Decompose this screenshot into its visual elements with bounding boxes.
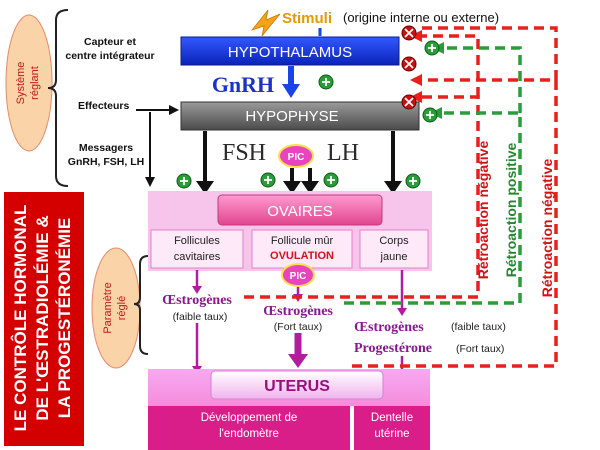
- lightning-icon: [250, 9, 281, 37]
- follicules-line1: Follicules: [174, 235, 220, 247]
- stimulate-icon: [260, 172, 276, 188]
- oestrogenes-right: Œstrogènes: [354, 320, 424, 335]
- stimuli-detail: (origine interne ou externe): [343, 10, 499, 25]
- systeme-reglant-badge: Système réglant: [5, 14, 53, 152]
- corps-line1: Corps: [379, 235, 409, 247]
- stimulate-icon: [422, 107, 438, 123]
- pic-top-badge: PIC: [278, 144, 314, 168]
- label-messagers-1: Messagers: [79, 142, 133, 154]
- feedback-pos-up: [442, 46, 522, 113]
- faible-taux-left: (faible taux): [173, 311, 228, 323]
- oestrogenes-left: Œstrogènes: [162, 293, 232, 308]
- inhibit-icon: [401, 56, 417, 72]
- systeme-brace: [47, 9, 69, 187]
- cell-follicule-mur: Follicule mûr OVULATION: [251, 229, 353, 269]
- side-title-line1: LE CONTRÔLE HORMONAL: [11, 205, 30, 432]
- hypothalamus-box: HYPOTHALAMUS: [180, 36, 400, 66]
- fsh-label: FSH: [222, 140, 266, 166]
- systeme-reglant-line1: Système: [15, 62, 27, 105]
- feedback-neg2-line: [352, 78, 558, 368]
- follicule-mur-line: Follicule mûr: [271, 235, 334, 247]
- side-title-line2: DE L'ŒSTRADIOLÉMIE &: [33, 215, 52, 420]
- pic-mid-badge: PIC: [281, 263, 315, 287]
- hypophyse-label: HYPOPHYSE: [245, 108, 338, 125]
- ovulation-label: OVULATION: [270, 250, 334, 262]
- left-labels: Capteur et centre intégrateur Effecteurs…: [65, 36, 154, 168]
- inhibit-icon: [401, 25, 417, 41]
- stimulate-icon: [424, 40, 440, 56]
- parametre-brace: [133, 255, 149, 355]
- feedback-neg1-up: [420, 34, 480, 97]
- hormones: Œstrogènes (faible taux) Œstrogènes (For…: [162, 293, 506, 356]
- faible-taux-right: (faible taux): [451, 321, 506, 333]
- uterus-label: UTERUS: [264, 378, 330, 395]
- endometre-line1: Développement de: [201, 412, 298, 424]
- feedback-pos-line: [344, 111, 522, 305]
- oestrogenes-mid: Œstrogènes: [263, 304, 333, 319]
- ovaires-label: OVAIRES: [267, 203, 333, 220]
- pic-mid-label: PIC: [290, 271, 307, 282]
- uterus-box: UTERUS: [210, 370, 384, 400]
- cell-corps-jaune: Corps jaune: [359, 229, 429, 269]
- corps-line2: jaune: [380, 251, 408, 263]
- pic-top-label: PIC: [288, 152, 305, 163]
- dentelle-line1: Dentelle: [371, 412, 413, 424]
- follicules-line2: cavitaires: [174, 251, 221, 263]
- feedback-neg2-up: [420, 26, 558, 80]
- cell-dentelle: Dentelle utérine: [354, 406, 430, 450]
- stimulate-icon: [176, 173, 192, 189]
- progesterone-label: Progestérone: [354, 341, 432, 356]
- feedback-neg1-line: [244, 95, 480, 299]
- label-capteur-2: centre intégrateur: [65, 50, 154, 62]
- stimulate-icon: [323, 172, 339, 188]
- dentelle-line2: utérine: [374, 428, 409, 440]
- parametre-regle-line1: Paramètre: [102, 282, 114, 333]
- side-title-line3: LA PROGESTÉRONÉMIE: [55, 218, 74, 419]
- inhibit-icon: [401, 94, 417, 110]
- parametre-regle-badge: Paramètre réglé: [91, 247, 141, 369]
- hypophyse-arrows: [196, 131, 402, 194]
- systeme-reglant-line2: réglant: [29, 66, 41, 100]
- cell-endometre: Développement de l'endomètre: [148, 406, 350, 450]
- stimuli: Stimuli (origine interne ou externe): [250, 9, 499, 37]
- gnrh-arrow-head: [282, 84, 300, 98]
- parametre-regle-line2: réglé: [116, 296, 128, 320]
- lh-label: LH: [327, 140, 359, 166]
- hypothalamus-label: HYPOTHALAMUS: [228, 44, 352, 61]
- label-effecteurs: Effecteurs: [78, 100, 130, 112]
- fort-taux-right: (Fort taux): [456, 343, 504, 355]
- label-capteur-1: Capteur et: [84, 36, 136, 48]
- stimulate-icon: [318, 74, 334, 90]
- gnrh-label: GnRH: [212, 72, 274, 97]
- side-title: LE CONTRÔLE HORMONAL DE L'ŒSTRADIOLÉMIE …: [0, 188, 88, 450]
- hypophyse-box: HYPOPHYSE: [180, 101, 420, 131]
- feedback-neg2-label: Rétroaction négative: [539, 159, 555, 298]
- endometre-line2: l'endomètre: [219, 428, 279, 440]
- label-messagers-2: GnRH, FSH, LH: [68, 156, 144, 168]
- feedback-neg1-label: Rétroaction négative: [475, 141, 491, 280]
- feedback-pos-label: Rétroaction positive: [503, 143, 519, 278]
- stimuli-title: Stimuli: [282, 10, 332, 27]
- stimulate-icon: [405, 173, 421, 189]
- cell-follicules: Follicules cavitaires: [150, 229, 244, 269]
- fort-taux-mid: (Fort taux): [274, 321, 322, 333]
- ovaires-box: OVAIRES: [217, 194, 383, 226]
